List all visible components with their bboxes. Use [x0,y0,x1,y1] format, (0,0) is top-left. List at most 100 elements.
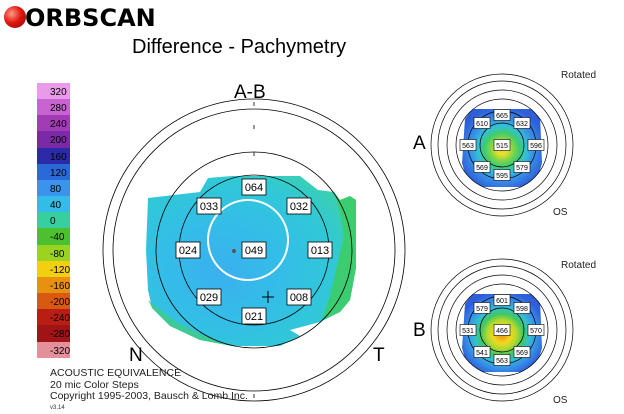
map-ring [446,89,558,201]
legend-swatch [37,196,70,213]
map-ring [446,274,558,386]
value-box-left: 024 [175,241,201,259]
legend-swatch [37,325,70,342]
value-text: 610 [476,121,488,128]
value-box-bg [493,354,511,366]
value-text: 569 [476,165,488,172]
legend-label: -120 [50,264,71,276]
crosshair-icon [262,291,274,303]
legend-row: 160 [37,147,70,164]
legend-label: -320 [50,345,71,357]
value-text: 601 [496,298,508,305]
main-map-rings [102,98,406,402]
value-box-bg [459,139,477,151]
map-a-label: A [413,133,426,154]
legend-row: -240 [37,309,71,326]
value-text: 021 [245,311,263,323]
legend-row: -40 [37,228,70,245]
legend-label: 280 [50,103,67,115]
value-box-bg [286,197,312,215]
value-box-left: 563 [459,139,477,151]
map-ring [437,80,567,210]
value-text: 013 [311,245,329,257]
value-box-ll: 029 [196,288,222,306]
value-box-bg [513,346,531,358]
logo-text: ORBSCAN [25,4,156,32]
legend-row: 120 [37,163,70,180]
value-box-center: 515 [493,139,511,151]
value-text: 515 [496,143,508,150]
value-box-ul: 610 [473,117,491,129]
value-box-bg [513,302,531,314]
value-box-bg [196,197,222,215]
legend-swatch [37,244,70,261]
footer-line-2: 20 mic Color Steps [50,378,139,391]
legend-label: 240 [50,119,67,131]
legend-swatch [37,83,70,100]
value-text: 049 [245,245,263,257]
legend-label: -160 [50,280,71,292]
page-title: Difference - Pachymetry [132,36,347,58]
legend-label: -240 [50,313,71,325]
value-box-bg [473,161,491,173]
legend-label: -280 [50,329,71,341]
nasal-label: N [129,345,143,366]
footer-line-3: Copyright 1995-2003, Bausch & Lomb Inc. [50,390,248,402]
legend-label: 0 [50,216,56,228]
legend-row: -80 [37,244,70,261]
legend-swatch [37,131,70,148]
value-box-bg [493,169,511,181]
value-box-right: 596 [527,139,545,151]
map-b-rotated: Rotated [561,260,597,271]
legend-swatch [37,212,70,229]
value-text: 563 [496,358,508,365]
value-box-bg [241,178,267,196]
legend-row: 80 [37,179,70,197]
value-box-left: 531 [459,324,477,336]
legend-swatch [37,276,70,294]
value-box-bg [527,139,545,151]
legend-row: 200 [37,131,70,148]
legend-label: 40 [50,200,62,212]
value-text: 665 [496,113,508,120]
value-text: 541 [476,350,488,357]
value-text: 029 [200,292,218,304]
temporal-label: T [373,345,385,366]
footer-line-1: ACOUSTIC EQUIVALENCE [50,367,182,379]
map-inner-ring [479,122,525,168]
legend-label: -200 [50,297,71,309]
apex-marker-icon [232,249,236,253]
legend-label: 320 [50,87,67,98]
value-text: 531 [462,328,474,335]
value-text: 033 [200,201,218,213]
map-a-eye: OS [553,207,568,218]
value-box-bg [473,117,491,129]
value-box-bg [196,288,222,306]
legend-row: -320 [37,341,71,358]
legend-row: 240 [37,115,70,132]
value-box-top: 601 [493,294,511,306]
value-box-right: 570 [527,324,545,336]
legend-swatch [37,163,70,180]
value-box-bottom: 563 [493,354,511,366]
value-text: 064 [245,182,263,194]
value-text: 596 [530,143,542,150]
legend-label: 120 [50,167,67,179]
legend-label: 80 [50,183,62,195]
legend-swatch [37,147,70,164]
map-inner-ring [455,283,549,377]
value-box-ll: 541 [473,346,491,358]
value-box-bg [307,241,333,259]
value-box-lr: 008 [286,288,312,306]
value-box-lr: 579 [513,161,531,173]
value-box-bg [175,241,201,259]
legend-swatch [37,293,70,310]
value-box-ul: 033 [196,197,222,215]
value-box-top: 064 [241,178,267,196]
value-box-bg [493,294,511,306]
map-ring [430,73,574,217]
legend-swatch [37,115,70,132]
map-a-rotated: Rotated [561,70,597,81]
